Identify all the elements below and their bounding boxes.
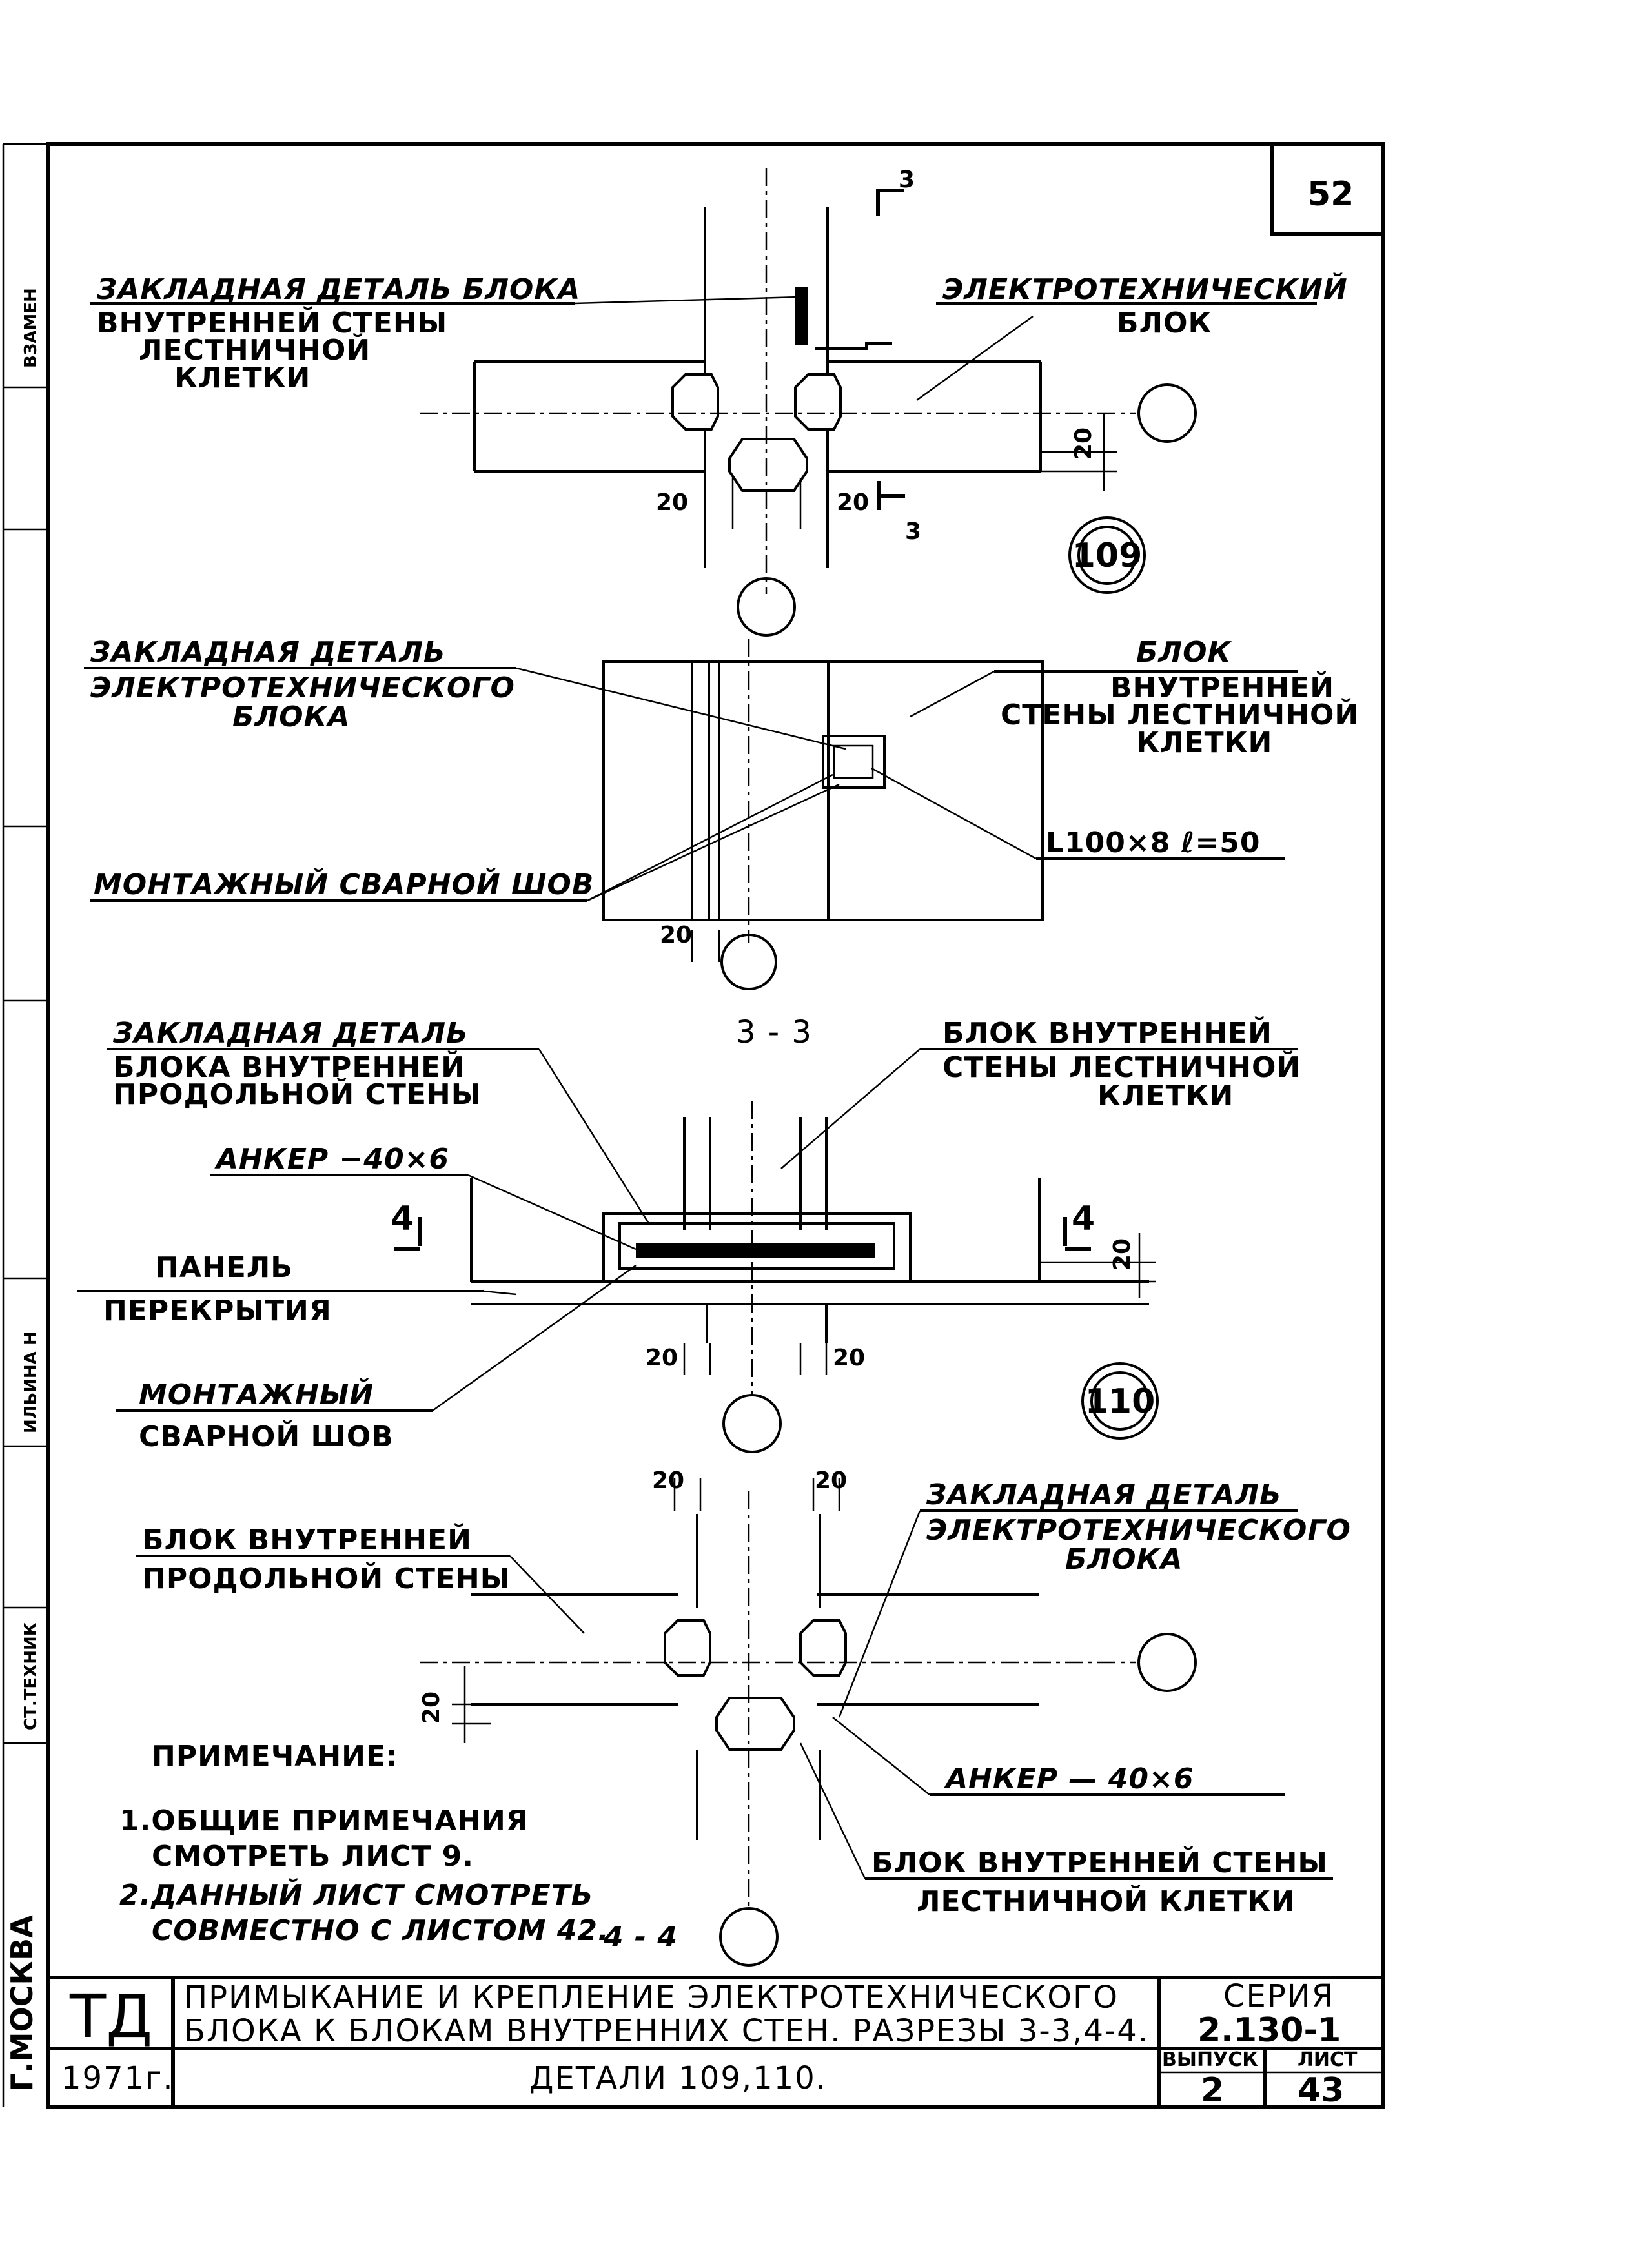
issue-label: ВЫПУСК bbox=[1162, 2048, 1258, 2071]
year: 1971г. bbox=[61, 2060, 174, 2096]
title-line-1: ПРИМЫКАНИЕ И КРЕПЛЕНИЕ ЭЛЕКТРОТЕХНИЧЕСКО… bbox=[184, 1979, 1119, 2016]
label-44-embedded-2: ЭЛЕКТРОТЕХНИЧЕСКОГО bbox=[926, 1514, 1351, 1547]
sheet-label: ЛИСТ bbox=[1298, 2048, 1358, 2071]
label-44-stair-1: БЛОК ВНУТРЕННЕЙ СТЕНЫ bbox=[871, 1845, 1328, 1879]
label-embedded-elec-2: ЭЛЕКТРОТЕХНИЧЕСКОГО bbox=[90, 671, 515, 704]
label-embedded-stair-2: ВНУТРЕННЕЙ СТЕНЫ bbox=[97, 305, 447, 340]
label-44-long-1: БЛОК ВНУТРЕННЕЙ bbox=[142, 1522, 472, 1557]
note-1b: СМОТРЕТЬ ЛИСТ 9. bbox=[152, 1840, 474, 1873]
org-code: ТД bbox=[69, 1982, 152, 2051]
notes-heading: ПРИМЕЧАНИЕ: bbox=[152, 1740, 398, 1773]
sheet-number-box: 52 bbox=[1270, 142, 1385, 236]
title-line-2: БЛОКА К БЛОКАМ ВНУТРЕННИХ СТЕН. РАЗРЕЗЫ … bbox=[184, 2013, 1149, 2049]
label-33-stair-3: КЛЕТКИ bbox=[1097, 1079, 1234, 1112]
elevation-labels: ЗАКЛАДНАЯ ДЕТАЛЬ ЭЛЕКТРОТЕХНИЧЕСКОГО БЛО… bbox=[90, 636, 1359, 901]
label-stair-block-1: БЛОК bbox=[1136, 636, 1232, 669]
label-floor-panel-2: ПЕРЕКРЫТИЯ bbox=[103, 1294, 332, 1327]
dim-109-left: 20 bbox=[656, 489, 688, 516]
sec4-mark-left: 4 bbox=[391, 1200, 414, 1238]
label-33-embedded-3: ПРОДОЛЬНОЙ СТЕНЫ bbox=[113, 1077, 481, 1111]
note-2a: 2.ДАННЫЙ ЛИСТ СМОТРЕТЬ bbox=[119, 1877, 593, 1912]
detail-number-109: 109 bbox=[1072, 536, 1143, 575]
side-name: ИЛЬИНА Н bbox=[21, 1331, 41, 1433]
label-embedded-stair-3: ЛЕСТНИЧНОЙ bbox=[139, 332, 371, 367]
notes: ПРИМЕЧАНИЕ: 1.ОБЩИЕ ПРИМЕЧАНИЯ СМОТРЕТЬ … bbox=[119, 1740, 609, 1947]
dim-33-vert: 20 bbox=[1109, 1238, 1136, 1271]
label-electrical-block-2: БЛОК bbox=[1117, 307, 1212, 340]
label-44-stair-2: ЛЕСТНИЧНОЙ КЛЕТКИ bbox=[917, 1884, 1296, 1918]
label-44-long-2: ПРОДОЛЬНОЙ СТЕНЫ bbox=[142, 1561, 510, 1595]
detail-109-labels: ЗАКЛАДНАЯ ДЕТАЛЬ БЛОКА ВНУТРЕННЕЙ СТЕНЫ … bbox=[96, 272, 1348, 394]
dim-44-left: 20 bbox=[652, 1467, 684, 1494]
dim-109-vert: 20 bbox=[1070, 427, 1097, 460]
side-replaces: ВЗАМЕН bbox=[21, 288, 41, 368]
sheet-value: 43 bbox=[1298, 2071, 1344, 2110]
section-4-4-title: 4 - 4 bbox=[603, 1921, 678, 1954]
sheet-frame bbox=[2, 142, 1385, 2109]
label-angle: L100×8 ℓ=50 bbox=[1046, 826, 1261, 859]
dim-109-right: 20 bbox=[837, 489, 869, 516]
dim-elev: 20 bbox=[660, 922, 692, 948]
elevation-view: 20 bbox=[84, 639, 1298, 990]
label-embedded-elec-3: БЛОКА bbox=[232, 700, 351, 733]
label-44-anchor: АНКЕР — 40×6 bbox=[944, 1762, 1194, 1795]
section-3-3: 3 - 3 4 4 20 20 20 bbox=[77, 1014, 1298, 1453]
label-stair-block-3: СТЕНЫ ЛЕСТНИЧНОЙ bbox=[1001, 697, 1359, 731]
label-embedded-stair-4: КЛЕТКИ bbox=[174, 362, 311, 394]
label-33-stair-2: СТЕНЫ ЛЕСТНИЧНОЙ bbox=[942, 1050, 1301, 1084]
dim-44-right: 20 bbox=[815, 1467, 847, 1494]
label-33-anchor: АНКЕР −40×6 bbox=[214, 1143, 449, 1176]
label-33-stair-1: БЛОК ВНУТРЕННЕЙ bbox=[942, 1016, 1272, 1050]
label-stair-block-4: КЛЕТКИ bbox=[1136, 726, 1272, 759]
section-mark-bottom: 3 bbox=[905, 518, 921, 545]
note-2b: СОВМЕСТНО С ЛИСТОМ 42. bbox=[152, 1914, 609, 1947]
dim-44-vert: 20 bbox=[418, 1691, 445, 1724]
label-weld: МОНТАЖНЫЙ СВАРНОЙ ШОВ bbox=[94, 867, 594, 901]
label-33-weld-1: МОНТАЖНЫЙ bbox=[139, 1377, 374, 1411]
issue-value: 2 bbox=[1201, 2071, 1224, 2110]
section-4-4: 4 - 4 20 20 20 bbox=[136, 1467, 1333, 1967]
sec4-mark-right: 4 bbox=[1072, 1200, 1095, 1238]
note-1a: 1.ОБЩИЕ ПРИМЕЧАНИЯ bbox=[119, 1804, 529, 1837]
label-stair-block-2: ВНУТРЕННЕЙ bbox=[1110, 670, 1334, 704]
section-4-4-labels: БЛОК ВНУТРЕННЕЙ ПРОДОЛЬНОЙ СТЕНЫ ЗАКЛАДН… bbox=[142, 1478, 1351, 1918]
label-embedded-stair-1: ЗАКЛАДНАЯ ДЕТАЛЬ БЛОКА bbox=[96, 273, 580, 306]
subtitle: ДЕТАЛИ 109,110. bbox=[529, 2060, 827, 2096]
label-44-embedded-3: БЛОКА bbox=[1065, 1543, 1183, 1576]
label-33-embedded-1: ЗАКЛАДНАЯ ДЕТАЛЬ bbox=[112, 1017, 469, 1050]
label-embedded-elec-1: ЗАКЛАДНАЯ ДЕТАЛЬ bbox=[90, 636, 446, 669]
label-44-embedded-1: ЗАКЛАДНАЯ ДЕТАЛЬ bbox=[926, 1478, 1282, 1511]
label-floor-panel-1: ПАНЕЛЬ bbox=[155, 1251, 293, 1284]
detail-number-110: 110 bbox=[1085, 1382, 1156, 1421]
title-block: ТД ПРИМЫКАНИЕ И КРЕПЛЕНИЕ ЭЛЕКТРОТЕХНИЧЕ… bbox=[48, 1976, 1383, 2110]
label-33-weld-2: СВАРНОЙ ШОВ bbox=[139, 1419, 394, 1453]
series-value: 2.130-1 bbox=[1197, 2011, 1341, 2050]
section-3-3-labels: ЗАКЛАДНАЯ ДЕТАЛЬ БЛОКА ВНУТРЕННЕЙ ПРОДОЛ… bbox=[103, 1016, 1301, 1453]
detail-109-plan: 3 3 20 20 20 109 bbox=[90, 167, 1317, 637]
sheet-number: 52 bbox=[1307, 175, 1354, 214]
series-label: СЕРИЯ bbox=[1223, 1978, 1334, 2014]
dim-33-right: 20 bbox=[833, 1345, 865, 1371]
section-mark-top: 3 bbox=[899, 167, 915, 193]
side-role: СТ.ТЕХНИК bbox=[21, 1622, 41, 1730]
label-33-embedded-2: БЛОКА ВНУТРЕННЕЙ bbox=[113, 1050, 465, 1084]
label-electrical-block-1: ЭЛЕКТРОТЕХНИЧЕСКИЙ bbox=[942, 272, 1348, 306]
dim-33-left: 20 bbox=[646, 1345, 678, 1371]
section-3-3-title: 3 - 3 bbox=[736, 1014, 813, 1050]
side-city: Г.МОСКВА bbox=[5, 1915, 39, 2092]
